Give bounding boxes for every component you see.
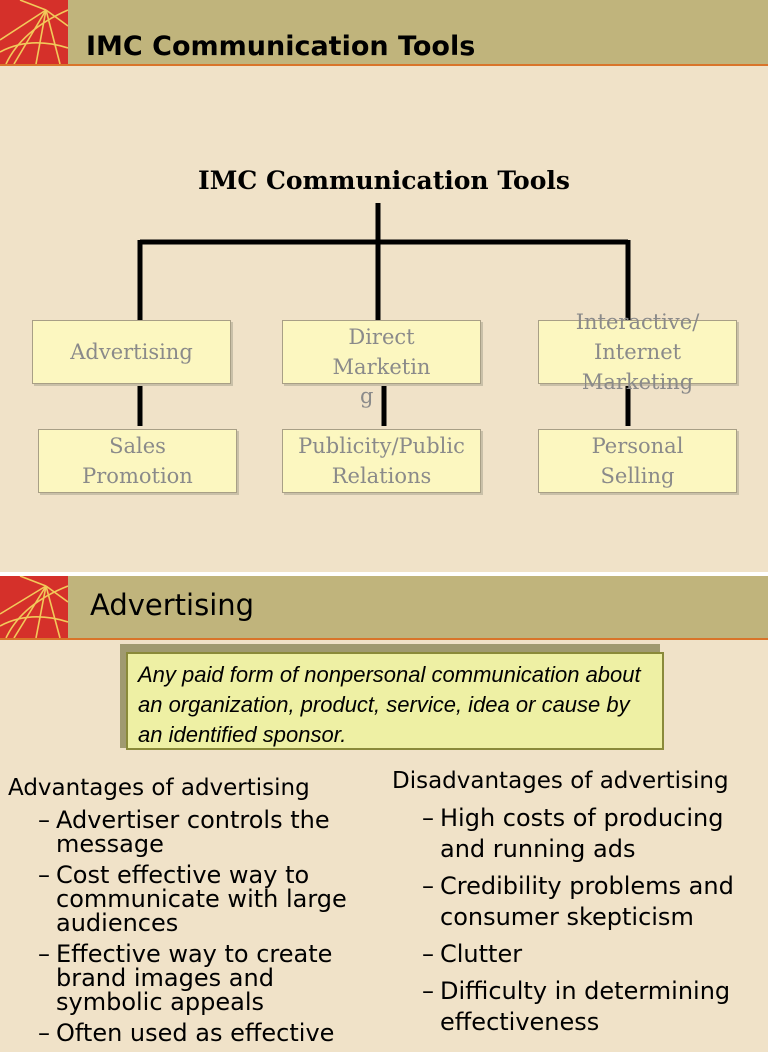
list-item: –Cost effective way to communicate with … [38, 863, 378, 935]
box-line: Personal [591, 434, 684, 458]
disadvantages-list: –High costs of producing and running ads… [422, 803, 762, 1044]
box-direct-marketing: Direct Marketin [282, 320, 481, 384]
bullet-marker: – [422, 872, 434, 900]
box-line: Marketin [332, 355, 431, 379]
org-chart-connectors [137, 203, 631, 426]
slide-divider [0, 572, 768, 576]
box-publicity-relations: Publicity/Public Relations [282, 429, 481, 493]
list-item-text: Cost effective way to communicate with l… [56, 861, 347, 937]
bullet-marker: – [38, 806, 50, 834]
list-item-text: High costs of producing and running ads [440, 804, 724, 863]
box-line: Relations [331, 464, 432, 488]
list-item: –Clutter [422, 939, 762, 970]
list-item: –Credibility problems and consumer skept… [422, 871, 762, 933]
box-sales-promotion: Sales Promotion [38, 429, 237, 493]
advantages-title: Advantages of advertising [8, 775, 310, 801]
list-item: –Often used as effective [38, 1021, 378, 1045]
disadvantages-title: Disadvantages of advertising [392, 768, 729, 794]
box-line: Sales [109, 434, 166, 458]
bullet-marker: – [38, 940, 50, 968]
bullet-marker: – [422, 940, 434, 968]
list-item-text: Often used as effective [56, 1019, 335, 1047]
list-item: –High costs of producing and running ads [422, 803, 762, 865]
org-chart-title: IMC Communication Tools [198, 166, 570, 195]
bullet-marker: – [38, 1019, 50, 1047]
box-line: Internet Marketing [581, 340, 694, 394]
list-item-text: Clutter [440, 940, 523, 968]
slide-imc-tools: IMC Communication Tools IMC Communicatio… [0, 0, 768, 493]
starburst-logo-icon [0, 0, 68, 64]
list-item: –Effective way to create brand images an… [38, 942, 378, 1014]
box-interactive-marketing: Interactive/ Internet Marketing [538, 310, 737, 394]
box-line: Direct [348, 325, 415, 349]
advantages-list: –Advertiser controls the message –Cost e… [38, 808, 378, 1052]
slide-header: IMC Communication Tools [0, 0, 768, 66]
box-line: Publicity/Public [298, 434, 465, 458]
slide-header: Advertising [0, 576, 768, 640]
starburst-logo-icon [0, 576, 68, 638]
slide-title: IMC Communication Tools [86, 31, 476, 62]
bullet-marker: – [422, 977, 434, 1005]
header-rule [0, 64, 768, 66]
box-line: Promotion [82, 464, 193, 488]
list-item: –Difficulty in determining effectiveness [422, 976, 762, 1038]
header-rule [0, 638, 768, 640]
bullet-marker: – [422, 804, 434, 832]
slide-title: Advertising [90, 588, 255, 622]
list-item-text: Credibility problems and consumer skepti… [440, 872, 734, 931]
list-item-text: Advertiser controls the message [56, 806, 330, 858]
slide-advertising: Advertising [0, 576, 768, 1024]
list-item-text: Difficulty in determining effectiveness [440, 977, 731, 1036]
list-item: –Advertiser controls the message [38, 808, 378, 856]
box-overflow-text: g [360, 384, 374, 408]
box-advertising: Advertising [32, 320, 231, 384]
box-line: Selling [600, 464, 675, 488]
box-line: Interactive/ [575, 310, 700, 334]
box-personal-selling: Personal Selling [538, 429, 737, 493]
bullet-marker: – [38, 861, 50, 889]
definition-box: Any paid form of nonpersonal communicati… [126, 652, 664, 750]
box-line: Advertising [70, 340, 193, 364]
list-item-text: Effective way to create brand images and… [56, 940, 333, 1016]
